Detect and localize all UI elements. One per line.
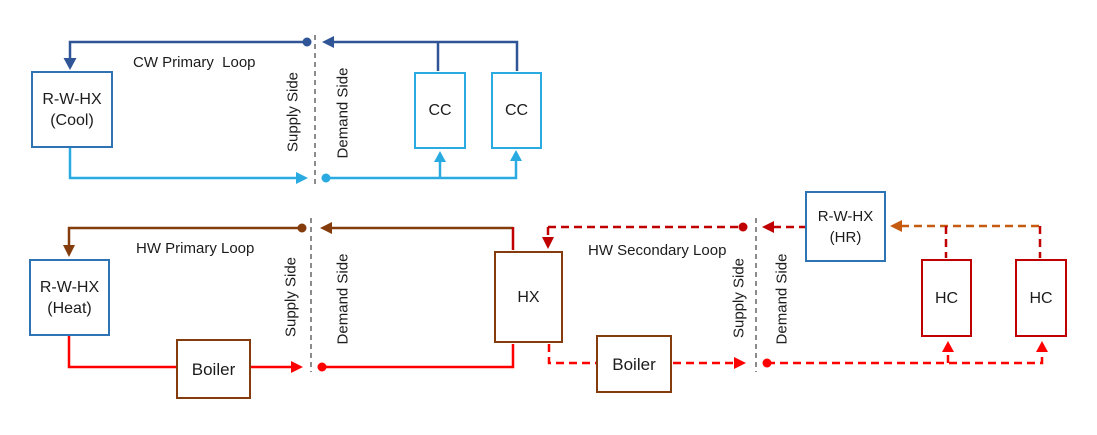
rwhx-heat-label-line2: (Heat): [47, 299, 92, 317]
hws-supply-arrowhead-icon: [734, 357, 746, 369]
hw-supply-node-dot: [297, 223, 307, 233]
cc-right-label: CC: [504, 102, 529, 119]
rwhx-hr-label-line1: R-W-HX: [817, 207, 874, 225]
cc-right-box: CC: [491, 72, 542, 149]
cw-supply-node-dot: [302, 37, 312, 47]
cw-demand-side-label: Demand Side: [334, 67, 352, 159]
hws-supply-node-dot: [738, 222, 748, 232]
cw-demand-arrowhead-icon: [322, 36, 334, 48]
hc-left-arrowhead-icon: [942, 341, 954, 352]
hw-primary-supply-side-label: Supply Side: [282, 256, 300, 338]
cw-supply-side-label: Supply Side: [284, 71, 302, 153]
rwhx-cool-label-line2: (Cool): [50, 111, 94, 129]
rwhx-hr-box: R-W-HX (HR): [805, 191, 886, 262]
hc-right-arrowhead-icon: [1036, 341, 1048, 352]
boiler-secondary-label: Boiler: [612, 354, 656, 374]
cc-left-box: CC: [414, 72, 466, 149]
rwhx-cool-label-line1: R-W-HX: [42, 90, 102, 108]
hw-primary-demand-side-label: Demand Side: [334, 253, 352, 345]
hc-left-label: HC: [934, 289, 959, 307]
hx-label: HX: [517, 288, 540, 306]
cc-right-arrowhead-icon: [510, 150, 522, 161]
cw-supply-line: [68, 148, 296, 180]
boiler-secondary-box: Boiler: [596, 335, 672, 393]
rwhx-cool-box: R-W-HX (Cool): [31, 71, 113, 148]
hx-box: HX: [494, 251, 563, 343]
hw-return-line: [67, 226, 302, 246]
hw-secondary-supply-side-label: Supply Side: [730, 257, 748, 339]
cw-supply-arrowhead-icon: [296, 172, 308, 184]
hr-inlet-arrowhead-icon: [890, 220, 902, 232]
hx-return-line: [322, 344, 515, 369]
hw-primary-loop-label: HW Primary Loop: [136, 240, 255, 257]
rwhx-heat-label-line1: R-W-HX: [39, 278, 100, 296]
cc-left-label: CC: [428, 102, 452, 119]
cc-left-arrowhead-icon: [434, 151, 446, 162]
cw-demand-return-line: [333, 40, 519, 71]
hc-supply-line: [767, 352, 1044, 365]
hc-left-box: HC: [921, 259, 972, 337]
hc-right-label: HC: [1029, 289, 1053, 307]
hws-boiler-line: [547, 344, 735, 365]
rwhx-hr-label-line2: (HR): [829, 228, 862, 246]
boiler-primary-box: Boiler: [176, 339, 251, 399]
hw-secondary-demand-side-label: Demand Side: [773, 253, 791, 345]
cw-return-arrowhead-icon: [63, 58, 77, 70]
hw-secondary-loop-label: HW Secondary Loop: [588, 242, 727, 259]
hx-outlet-arrowhead-icon: [542, 237, 554, 249]
cw-primary-loop-label: CW Primary Loop: [133, 54, 256, 71]
hc-right-box: HC: [1015, 259, 1067, 337]
rwhx-heat-box: R-W-HX (Heat): [29, 259, 110, 336]
cw-demand-supply-line: [326, 160, 518, 180]
cw-return-line: [68, 40, 307, 59]
boiler-primary-label: Boiler: [191, 359, 236, 379]
hw-return-arrowhead-icon: [63, 245, 75, 257]
hw-demand-arrowhead-icon: [320, 222, 332, 234]
hw-supply-arrowhead-icon: [291, 361, 303, 373]
hws-demand-arrowhead-icon: [762, 221, 774, 233]
